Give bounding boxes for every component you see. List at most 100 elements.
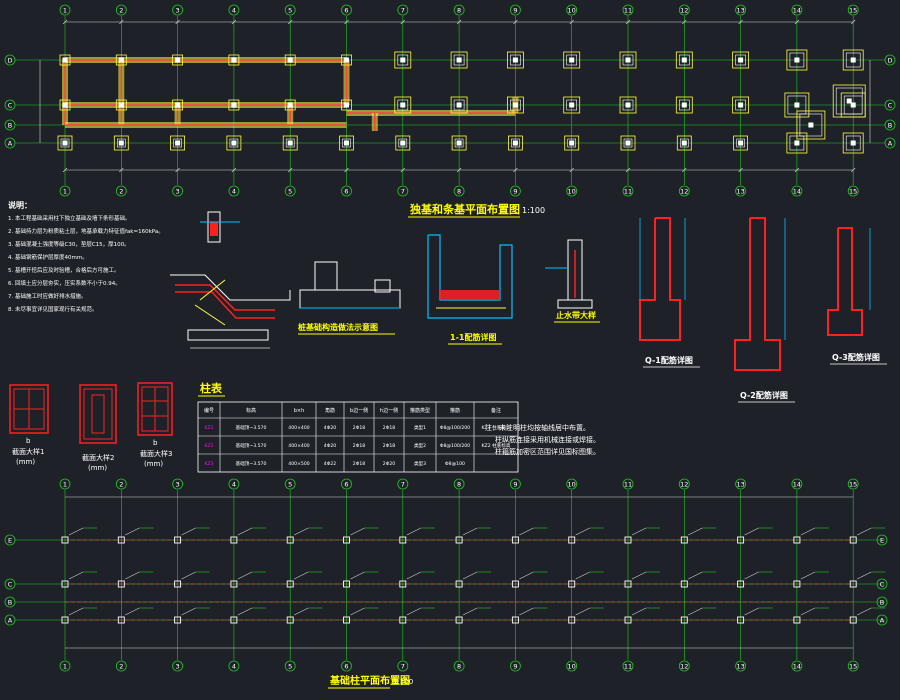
- axis-bubble-bottom-6-label: 6: [344, 188, 348, 196]
- footing-1-D-s-outer: [59, 54, 71, 66]
- dim-tick-top-1: [119, 19, 124, 25]
- footing-13-A-outer: [733, 135, 748, 151]
- footing-15-big-outer: [832, 84, 866, 118]
- axis-bubble-bottom-10-label: 10: [568, 188, 576, 196]
- axis-bubble-top-3-label: 3: [176, 7, 180, 15]
- column-14-A: [794, 140, 800, 146]
- pile-foundation-detail: 桩基础构造做法示意图: [170, 211, 401, 349]
- col-plan-column-3-E: [174, 536, 182, 544]
- dim-tick-bottom-13: [794, 167, 800, 173]
- table-cell-0-8: KZ1 柱底标高: [482, 424, 511, 431]
- dim-tick-top-8: [513, 19, 518, 25]
- col-plan-column-14-C: [793, 580, 801, 588]
- table-cell-2-3: 4Φ22: [324, 461, 336, 467]
- section-1-1-detail: 1-1配筋详图: [427, 234, 513, 345]
- col-plan-leader-11-3: [688, 607, 703, 616]
- dim-tick-top-4: [287, 19, 293, 25]
- col-plan-bubble-top-15-circle: [847, 478, 859, 490]
- col-plan-leader-3-3: [237, 607, 253, 616]
- axis-bubble-top-4-circle: [228, 4, 240, 16]
- footing-11-D-inner: [622, 54, 634, 66]
- axis-bubble-bottom-14-circle: [791, 185, 803, 197]
- axis-bubble-top-11-circle: [622, 4, 634, 16]
- col-plan-bubble-top-6-circle: [341, 478, 352, 490]
- table-cell-0-6: 类型1: [414, 424, 426, 431]
- footing-12-A-inner: [679, 138, 689, 148]
- column-11-D: [625, 57, 631, 63]
- col-plan-column-5-A: [286, 616, 294, 624]
- footing-10-A-inner: [567, 138, 577, 148]
- axis-bubble-bottom-1-label: 1: [63, 188, 67, 196]
- col-plan-column-10-E: [568, 536, 576, 544]
- column-3-D-s: [175, 57, 181, 63]
- col-plan-bubble-bottom-12-label: 12: [680, 663, 688, 671]
- footing-9-D-inner: [510, 54, 521, 66]
- col-plan-bubble-top-2-circle: [115, 478, 127, 490]
- column-section-1-outline: [9, 384, 49, 434]
- col-plan-bubble-left-A-circle: [4, 614, 16, 626]
- footing-8-D-inner: [453, 54, 465, 66]
- axis-bubble-bottom-8-label: 8: [457, 188, 461, 196]
- footing-15-A-outer: [842, 132, 864, 154]
- col-plan-bubble-bottom-7-label: 7: [401, 663, 405, 671]
- column-8-D: [456, 57, 462, 63]
- footing-9-A-outer: [507, 135, 523, 151]
- footing-15-big-inner: [835, 87, 863, 115]
- footing-9-A-inner: [511, 138, 520, 148]
- col-plan-bubble-right-B-label: B: [880, 599, 884, 607]
- table-header-7: 箍筋: [450, 407, 460, 414]
- col-plan-bubble-top-7-label: 7: [401, 481, 405, 489]
- dim-tick-bottom-6: [400, 167, 406, 173]
- notes-line-8: 8. 未尽事宜详见国家现行有关规范。: [8, 305, 98, 313]
- footing-12-C-outer: [675, 96, 693, 114]
- footing-13-C-inner: [735, 99, 746, 111]
- waterstop-detail: 止水带大样: [545, 239, 600, 323]
- column-10-D: [569, 57, 575, 63]
- col-plan-bubble-bottom-2-circle: [115, 660, 127, 672]
- column-10-A: [569, 140, 575, 146]
- column-1-C-s: [62, 102, 68, 108]
- table-header-5: h边一侧: [380, 407, 398, 414]
- footing-11-C-inner: [622, 99, 634, 111]
- axis-bubble-top-6-label: 6: [344, 7, 348, 15]
- col-plan-column-14-A: [793, 616, 801, 624]
- col-plan-leader-12-1: [744, 571, 759, 580]
- table-cell-2-4: 2Φ18: [353, 461, 365, 467]
- column-section-3-title: 截面大样3: [140, 449, 172, 458]
- q3-outline: [827, 227, 863, 336]
- dim-tick-bottom-10: [625, 167, 631, 173]
- footing-1-A-inner: [60, 138, 70, 148]
- axis-bubble-bottom-2-label: 2: [119, 188, 123, 196]
- notes-heading: 说明：: [8, 200, 32, 210]
- axis-bubble-bottom-15-circle: [847, 185, 859, 197]
- col-plan-bubble-bottom-12-circle: [678, 660, 690, 672]
- footing-8-A-inner: [454, 138, 464, 148]
- dim-tick-bottom-0: [62, 167, 68, 173]
- column-3-C-s: [175, 102, 181, 108]
- col-plan-leader-4-3: [294, 607, 309, 616]
- col-plan-bubble-top-13-label: 13: [736, 481, 744, 489]
- dim-tick-bottom-12: [738, 167, 743, 173]
- col-plan-leader-5-1: [350, 571, 365, 580]
- column-5-C-s: [287, 102, 293, 108]
- col-plan-bubble-top-8-circle: [453, 478, 465, 490]
- col-plan-column-4-C: [230, 580, 238, 588]
- col-plan-leader-5-0: [350, 527, 365, 536]
- axis-bubble-top-12-circle: [678, 4, 690, 16]
- axis-bubble-bottom-3-label: 3: [176, 188, 180, 196]
- q2-title: Q-2配筋详图: [740, 390, 788, 400]
- column-section-3-b: b: [153, 439, 158, 447]
- col-plan-column-5-E: [286, 536, 294, 544]
- table-cell-1-7: Φ8@100/200: [440, 443, 470, 449]
- slope-detail-bar-2: [199, 279, 226, 301]
- col-plan-bubble-top-7-circle: [397, 478, 409, 490]
- table-header-4: b边一侧: [350, 407, 368, 414]
- col-plan-leader-8-1: [519, 571, 534, 580]
- col-plan-leader-9-1: [575, 571, 590, 580]
- foundation-plan-footings: [57, 49, 866, 154]
- col-plan-bubble-left-E-circle: [4, 534, 16, 546]
- col-plan-bubble-top-4-label: 4: [232, 481, 236, 489]
- col-plan-leader-0-1: [68, 571, 84, 580]
